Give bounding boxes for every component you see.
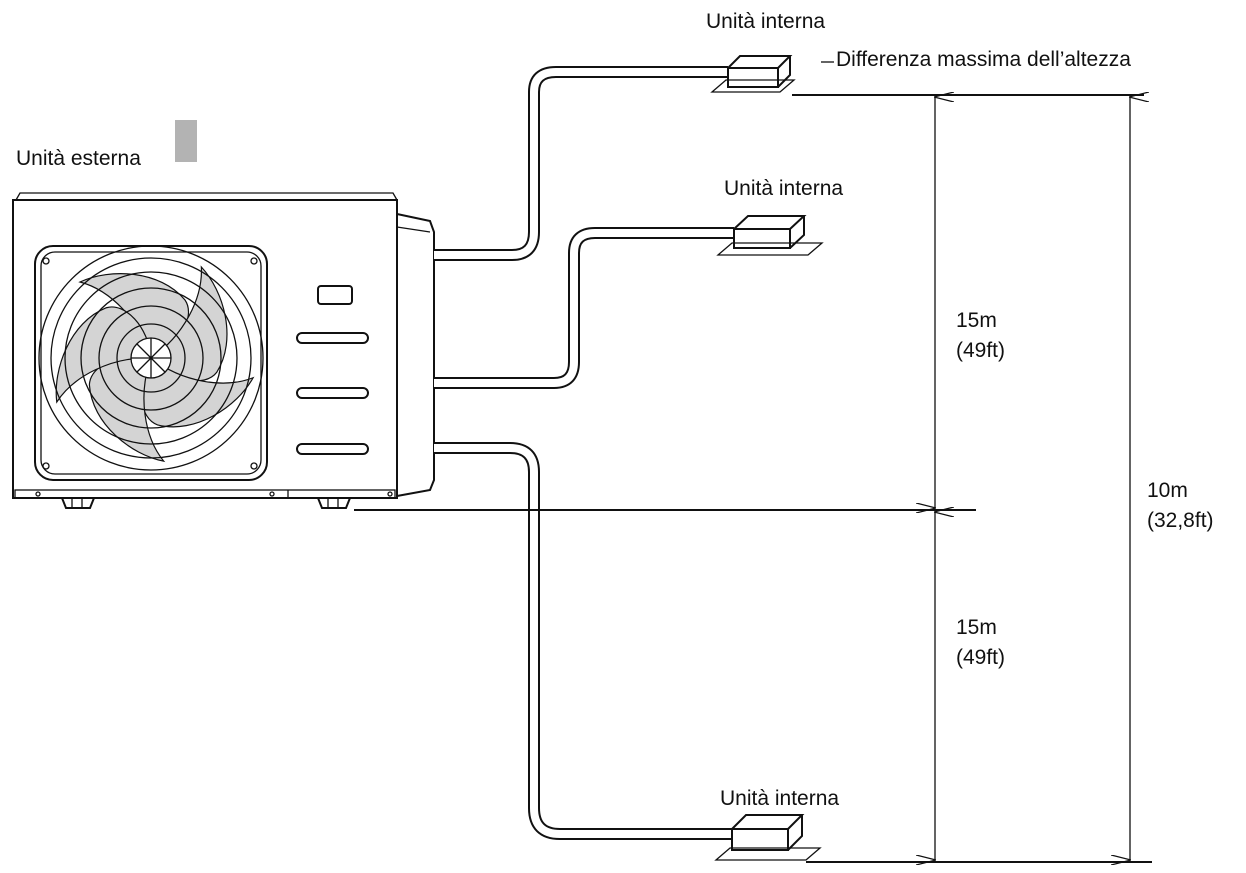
max-height-difference-label: Differenza massima dell’altezza bbox=[836, 48, 1131, 71]
reference-lines bbox=[354, 61, 1152, 863]
highlight-marker bbox=[175, 120, 197, 162]
indoor-unit-top-label: Unità interna bbox=[706, 10, 826, 33]
upper-height-dimension: 15m (49ft) bbox=[956, 306, 1005, 366]
dimension-arrows bbox=[935, 97, 1130, 860]
indoor-unit-bottom bbox=[714, 814, 822, 861]
indoor-unit-middle bbox=[716, 215, 824, 256]
indoor-unit-top bbox=[710, 55, 796, 93]
outdoor-unit-label: Unità esterna bbox=[16, 147, 141, 170]
fan-grille bbox=[38, 245, 264, 471]
indoor-height-value: 10m bbox=[1147, 479, 1188, 502]
lower-height-imperial: (49ft) bbox=[956, 646, 1006, 669]
refrigerant-pipes bbox=[434, 66, 734, 840]
outdoor-unit bbox=[12, 192, 435, 509]
lower-height-dimension: 15m (49ft) bbox=[956, 613, 1005, 673]
upper-height-imperial: (49ft) bbox=[956, 339, 1006, 362]
lower-height-value: 15m bbox=[956, 616, 997, 639]
indoor-height-dimension: 10m (32,8ft) bbox=[1147, 476, 1214, 536]
indoor-unit-middle-label: Unità interna bbox=[724, 177, 844, 200]
indoor-height-imperial: (32,8ft) bbox=[1147, 509, 1214, 532]
upper-height-value: 15m bbox=[956, 309, 997, 332]
indoor-unit-bottom-label: Unità interna bbox=[720, 787, 840, 810]
